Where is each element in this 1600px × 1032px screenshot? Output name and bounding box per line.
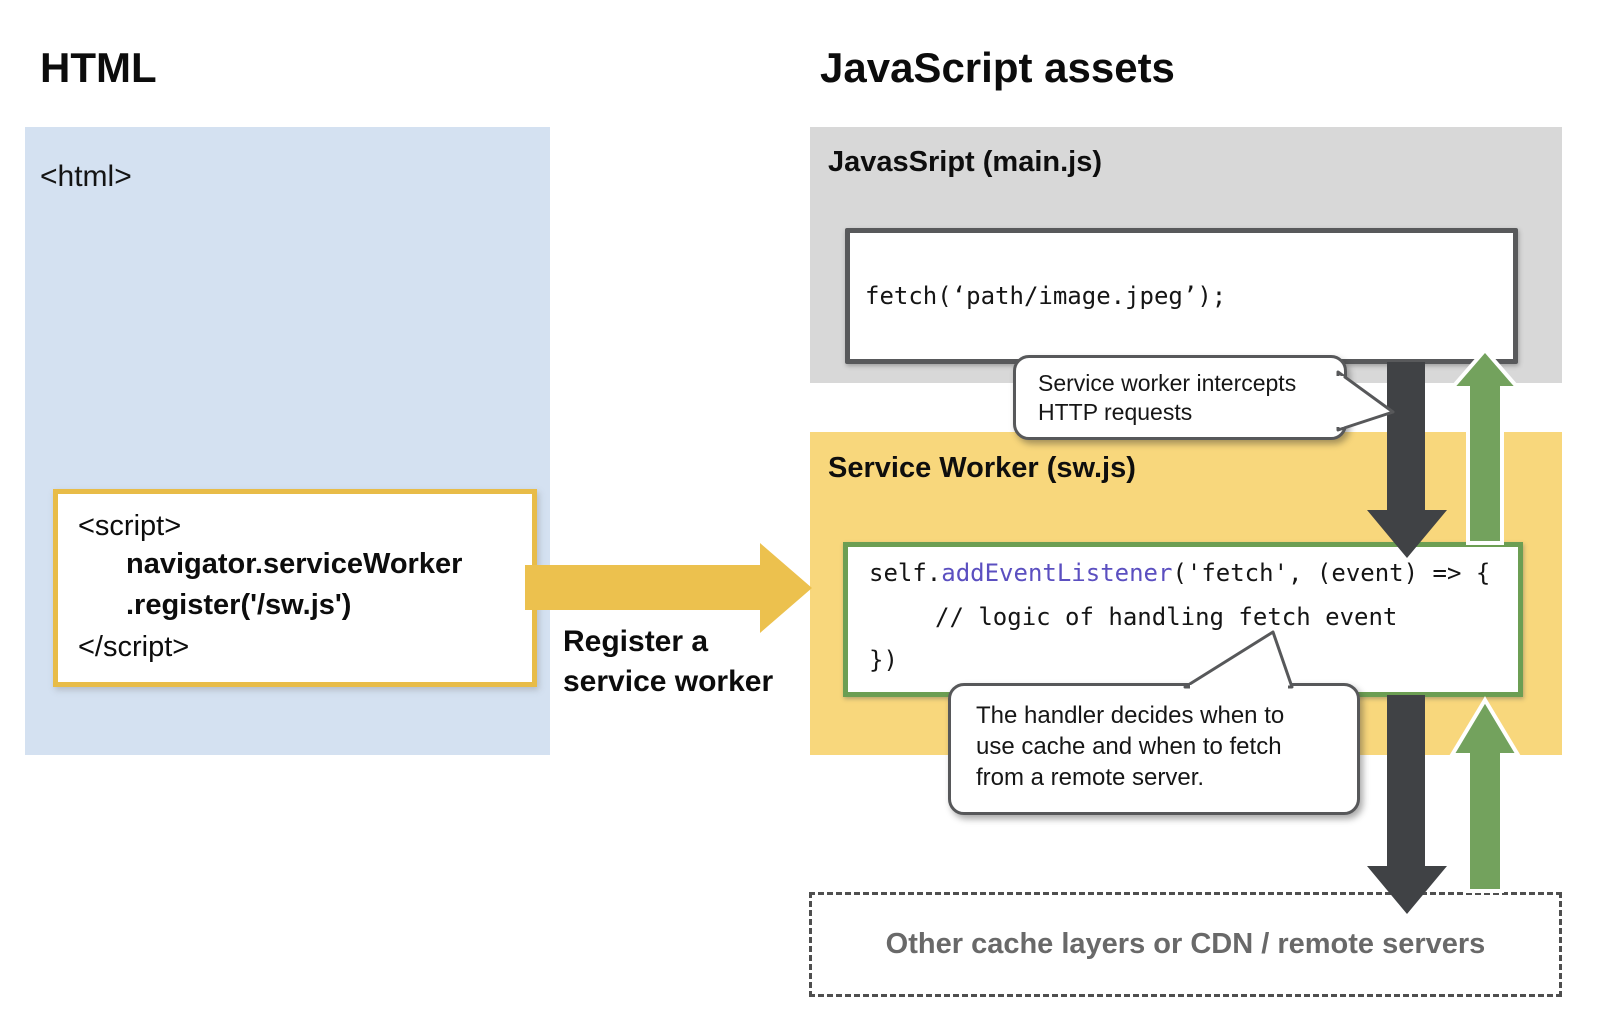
intercept-callout-text: Service worker intercepts HTTP requests	[1038, 369, 1296, 427]
register-arrow-label: Register a service worker	[563, 622, 773, 702]
service-worker-panel-header: Service Worker (sw.js)	[828, 452, 1136, 484]
sw-code-line1: self.addEventListener('fetch', (event) =…	[869, 559, 1490, 587]
register-arrow	[525, 543, 812, 633]
register-script-box: <script> navigator.serviceWorker .regist…	[53, 489, 537, 687]
register-arrow-label-line2: service worker	[563, 665, 774, 698]
remote-servers-label: Other cache layers or CDN / remote serve…	[885, 928, 1486, 960]
handler-callout-bubble: The handler decides when to use cache an…	[948, 683, 1360, 815]
html-tag-label: <html>	[40, 160, 132, 193]
fetch-code-line: fetch(‘path/image.jpeg’);	[865, 282, 1227, 310]
script-close-tag: </script>	[78, 631, 190, 663]
sw-code-line1-post: ('fetch', (event) => {	[1172, 559, 1491, 587]
intercept-callout-line1: Service worker intercepts	[1038, 370, 1297, 396]
sw-code-keyword: addEventListener	[941, 559, 1173, 587]
handler-callout-line1: The handler decides when to	[976, 702, 1285, 729]
handler-callout-line2: use cache and when to fetch	[976, 733, 1282, 760]
remote-servers-box: Other cache layers or CDN / remote serve…	[809, 892, 1562, 997]
intercept-callout-bubble: Service worker intercepts HTTP requests	[1013, 355, 1347, 440]
html-column-heading: HTML	[40, 44, 157, 91]
intercept-callout-line2: HTTP requests	[1038, 399, 1193, 425]
mainjs-panel-header: JavasSript (main.js)	[828, 146, 1102, 178]
script-code-line: navigator.serviceWorker	[126, 548, 463, 580]
script-code-line: .register('/sw.js')	[126, 589, 352, 621]
register-arrow-label-line1: Register a	[563, 625, 709, 658]
handler-callout-text: The handler decides when to use cache an…	[976, 700, 1284, 793]
sw-code-line3: })	[869, 646, 898, 674]
script-open-tag: <script>	[78, 510, 182, 542]
sw-code-line1-pre: self.	[869, 559, 942, 587]
sw-code-box: self.addEventListener('fetch', (event) =…	[843, 542, 1523, 697]
handler-callout-line3: from a remote server.	[976, 764, 1205, 791]
javascript-assets-heading: JavaScript assets	[820, 44, 1175, 91]
sw-code-line2: // logic of handling fetch event	[935, 603, 1398, 631]
